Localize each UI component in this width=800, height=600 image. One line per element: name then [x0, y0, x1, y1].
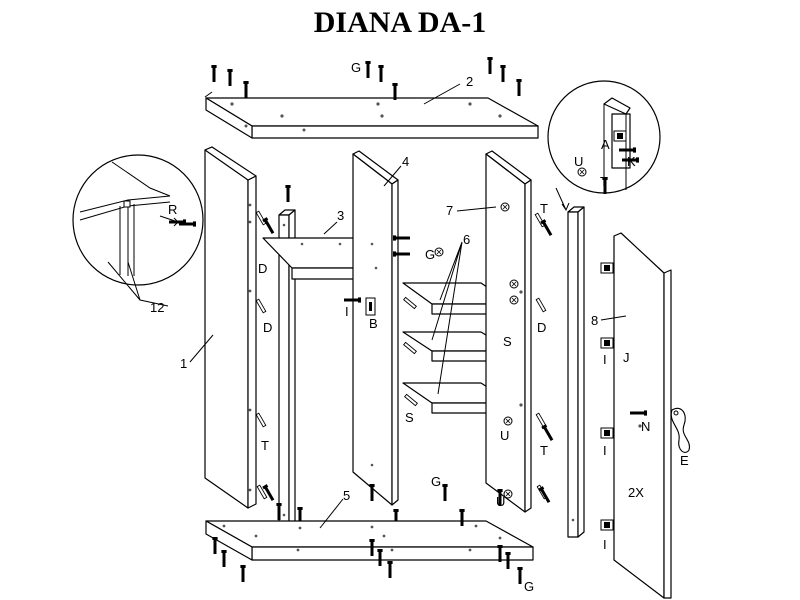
detail-circle-right [547, 80, 661, 212]
label-part-6: 6 [463, 232, 470, 247]
label-D-1: D [258, 261, 267, 276]
label-G-corner: G [524, 579, 534, 594]
middle-divider [352, 150, 410, 526]
door-handle [630, 407, 691, 453]
label-T-right-low: T [540, 443, 548, 458]
label-G-mid: G [425, 247, 435, 262]
label-B: B [369, 316, 378, 331]
label-part-2: 2 [466, 74, 473, 89]
label-U-detail: U [574, 154, 583, 169]
label-D-right: D [537, 320, 546, 335]
shelves [402, 282, 513, 414]
diagram-title: DIANA DA-1 [313, 6, 487, 39]
label-G-top: G [351, 60, 361, 75]
label-J: J [623, 350, 630, 365]
label-S-1: S [503, 334, 512, 349]
label-S-2: S [405, 410, 414, 425]
label-K: K [627, 154, 636, 169]
label-U-bottom: U [496, 494, 505, 509]
label-E: E [680, 453, 689, 468]
label-part-12: 12 [150, 300, 164, 315]
label-T-left: T [261, 438, 269, 453]
right-side-panel [485, 150, 555, 513]
label-part-7: 7 [446, 203, 453, 218]
label-I-mid: I [345, 304, 349, 319]
label-I-door-3: I [603, 537, 607, 552]
label-T-detail: T [600, 174, 608, 189]
label-part-1: 1 [180, 356, 187, 371]
part-labels: 2 1 3 4 5 6 7 8 12 G R A K U T D D T G I… [150, 60, 689, 594]
label-U-mid: U [500, 428, 509, 443]
bottom-panel [205, 520, 534, 561]
detail-circle-left [72, 154, 204, 307]
label-part-4: 4 [402, 154, 409, 169]
label-qty: 2X [628, 485, 644, 500]
label-R: R [168, 202, 177, 217]
label-D-2: D [263, 320, 272, 335]
door-panel [600, 232, 672, 599]
left-panel-fittings [255, 210, 276, 502]
small-hardware [344, 247, 444, 316]
top-screws [211, 57, 522, 100]
label-I-door-2: I [603, 443, 607, 458]
label-A: A [601, 137, 610, 152]
label-N: N [641, 419, 650, 434]
label-part-8: 8 [591, 313, 598, 328]
left-side-panel [204, 146, 257, 509]
door-rail [567, 206, 585, 538]
label-I-door-1: I [603, 352, 607, 367]
leader-lines [189, 83, 627, 529]
top-panel [205, 97, 539, 139]
label-G-bottom: G [431, 474, 441, 489]
label-T-right-top: T [540, 201, 548, 216]
label-part-3: 3 [337, 208, 344, 223]
label-part-5: 5 [343, 488, 350, 503]
